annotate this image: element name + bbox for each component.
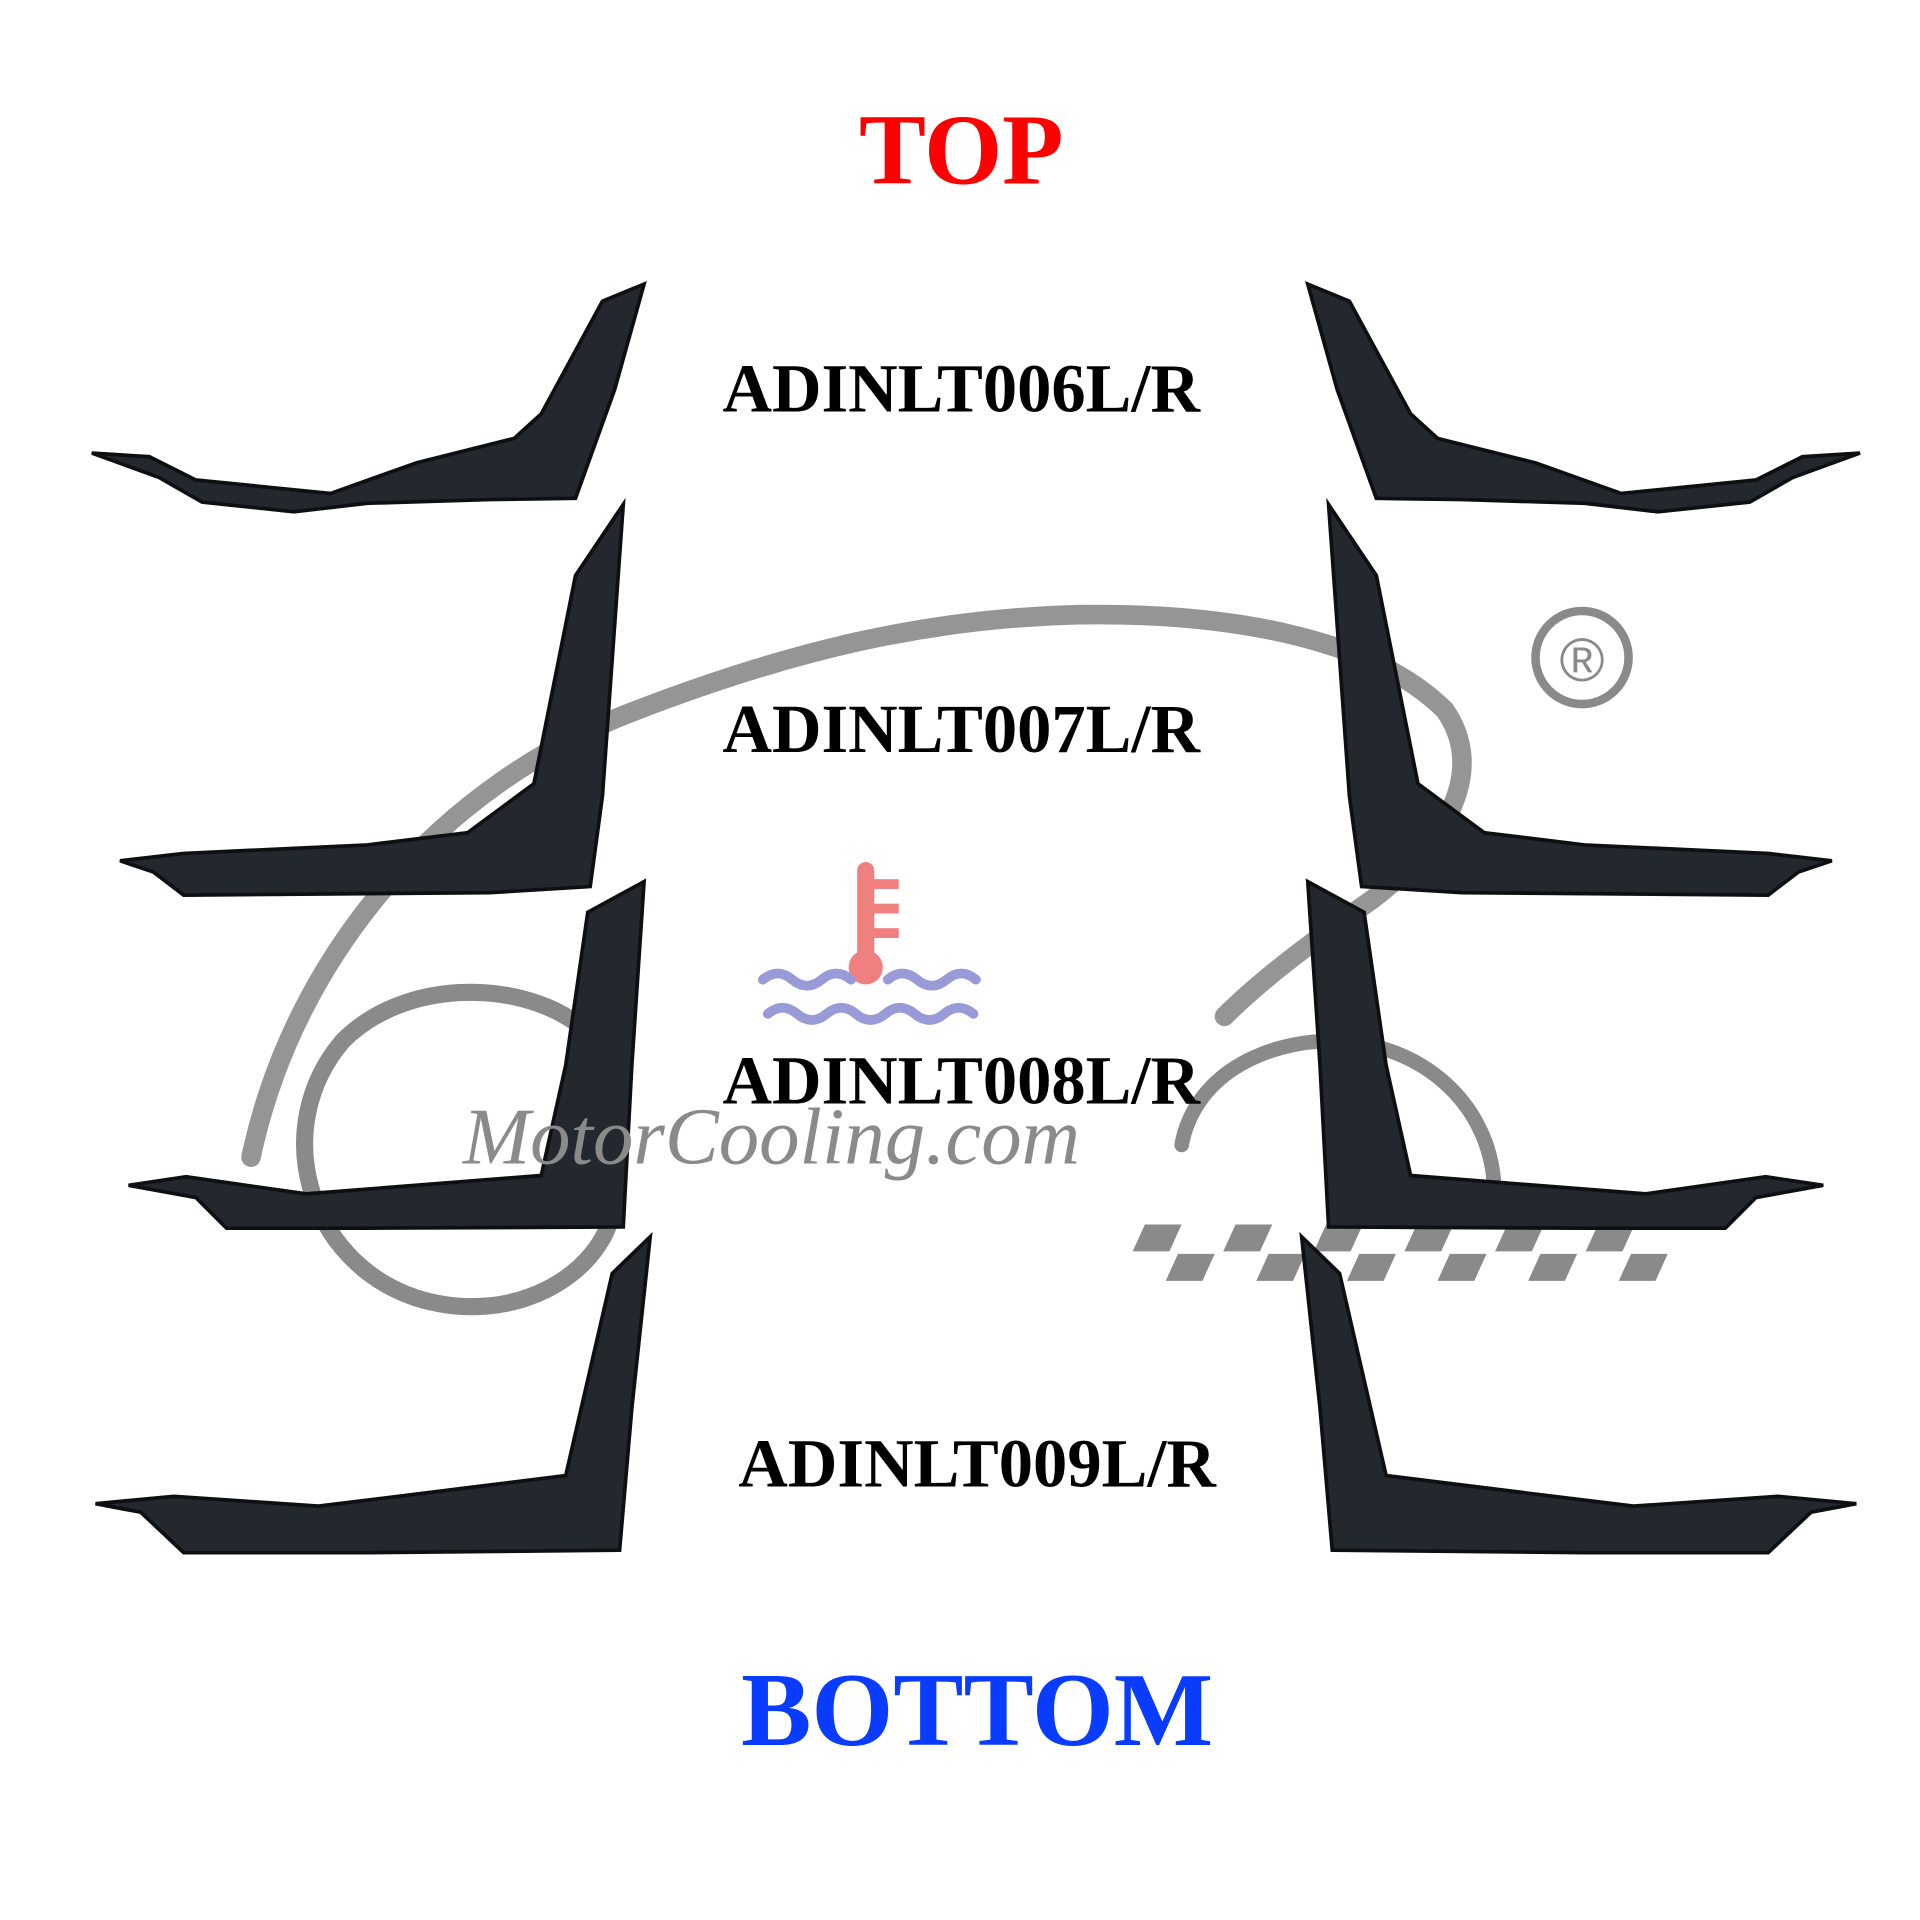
front-wheel-arc bbox=[296, 983, 621, 1316]
registered-circle bbox=[1531, 606, 1633, 709]
part-label: ADINLT006L/R bbox=[722, 350, 1201, 426]
part-label: ADINLT009L/R bbox=[738, 1426, 1217, 1502]
flag-square bbox=[1346, 1253, 1396, 1281]
bottom-heading: BOTTOM bbox=[741, 1651, 1213, 1768]
part-007-right bbox=[1326, 497, 1833, 897]
flag-square bbox=[1223, 1224, 1273, 1252]
part-label: ADINLT007L/R bbox=[722, 691, 1201, 767]
checkered-flag-icon bbox=[1132, 1224, 1668, 1281]
part-006-right bbox=[1304, 280, 1861, 514]
top-heading: TOP bbox=[859, 95, 1064, 206]
flag-square bbox=[1256, 1253, 1306, 1281]
flag-square bbox=[1495, 1224, 1545, 1252]
part-009-right bbox=[1299, 1231, 1857, 1555]
part-007-left bbox=[119, 497, 626, 897]
flag-square bbox=[1585, 1224, 1635, 1252]
flag-square bbox=[1618, 1253, 1668, 1281]
flag-square bbox=[1313, 1224, 1363, 1252]
flag-square bbox=[1437, 1253, 1487, 1281]
part-008-left bbox=[128, 878, 647, 1230]
part-label: ADINLT008L/R bbox=[722, 1042, 1201, 1118]
part-006-left bbox=[91, 280, 647, 514]
flag-square bbox=[1165, 1253, 1215, 1281]
flag-square bbox=[1132, 1224, 1182, 1252]
coolant-temperature-icon bbox=[757, 862, 981, 1025]
part-009-left bbox=[95, 1231, 653, 1555]
flag-square bbox=[1404, 1224, 1454, 1252]
registered-mark: ® bbox=[1559, 626, 1604, 694]
part-008-right bbox=[1305, 878, 1824, 1230]
flag-square bbox=[1528, 1253, 1578, 1281]
watermark-text: MotorCooling.com bbox=[462, 1092, 1080, 1181]
